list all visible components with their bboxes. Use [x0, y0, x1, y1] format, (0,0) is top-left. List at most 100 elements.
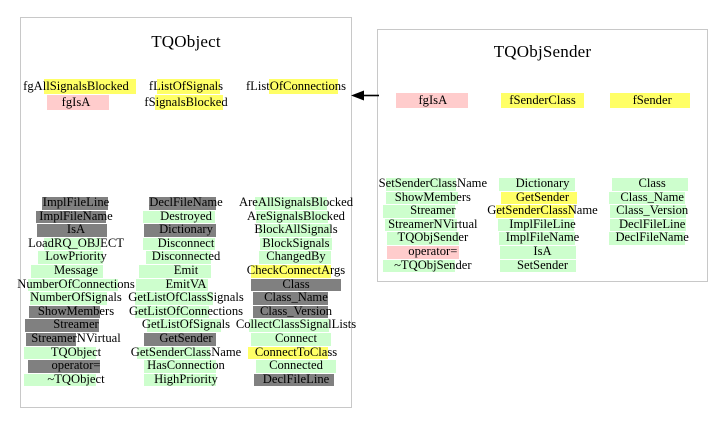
static-member-item[interactable]: fSenderClass: [501, 92, 585, 108]
member-item[interactable]: ~TQObjSender: [383, 258, 472, 273]
member-item[interactable]: SetSender: [499, 258, 576, 273]
member-item[interactable]: Connect: [251, 331, 331, 346]
member-item[interactable]: Destroyed: [143, 208, 216, 224]
highlight-gray: [25, 319, 100, 332]
member-item[interactable]: ShowMembers: [385, 190, 472, 205]
member-item[interactable]: TQObject: [23, 345, 102, 360]
member-item[interactable]: BlockSignals: [260, 236, 333, 251]
member-label: DeclFileLine: [618, 216, 686, 231]
highlight-gray: [144, 224, 217, 237]
member-label: HighPriority: [154, 371, 218, 386]
member-item[interactable]: GetSenderClassName: [130, 345, 243, 360]
member-item[interactable]: NumberOfConnections: [16, 277, 136, 292]
member-item[interactable]: Disconnect: [142, 235, 216, 251]
member-item[interactable]: Emit: [138, 263, 211, 278]
highlight-green: [135, 292, 214, 305]
member-item[interactable]: AreAllSignalsBlocked: [238, 195, 354, 210]
member-item[interactable]: operator=: [387, 244, 460, 259]
member-item[interactable]: CollectClassSignalLists: [235, 318, 357, 332]
static-column: fSenderClass: [488, 92, 598, 108]
member-item[interactable]: ImplFileLine: [41, 195, 110, 210]
member-item[interactable]: ImplFileName: [498, 231, 580, 245]
member-item[interactable]: CheckConnectArgs: [246, 263, 346, 278]
member-item[interactable]: Dictionary: [144, 222, 217, 237]
member-item[interactable]: IsA: [36, 222, 107, 237]
member-label: Class_Name: [264, 290, 328, 305]
member-label: Destroyed: [160, 208, 212, 223]
member-label: AreAllSignalsBlocked: [238, 195, 354, 209]
member-item[interactable]: HighPriority: [144, 371, 219, 387]
static-member-item[interactable]: fgAllSignalsBlocked: [22, 78, 137, 94]
member-item[interactable]: Class_Name: [253, 290, 329, 305]
highlight-gray: [28, 360, 101, 373]
static-member-item[interactable]: fListOfSignals: [148, 78, 224, 94]
highlight-green: [498, 232, 575, 245]
member-item[interactable]: GetListOfSignals: [141, 318, 231, 332]
member-item[interactable]: DeclFileLine: [609, 216, 686, 232]
member-item[interactable]: ChangedBy: [259, 250, 332, 264]
member-item[interactable]: Class_Version: [610, 203, 689, 218]
member-item[interactable]: DeclFileName: [148, 195, 223, 210]
member-item[interactable]: Disconnected: [145, 250, 222, 264]
member-item[interactable]: LowPriority: [38, 250, 108, 264]
highlight-green: [143, 210, 216, 224]
member-label: HasConnection: [147, 358, 225, 373]
highlight-green: [144, 373, 217, 387]
member-label: StreamerNVirtual: [388, 216, 478, 231]
panel-title-tqobject: TQObject: [151, 32, 221, 51]
member-item[interactable]: ShowMembers: [28, 304, 115, 319]
member-item[interactable]: Message: [30, 263, 103, 278]
member-item[interactable]: StreamerNVirtual: [26, 331, 121, 346]
member-item[interactable]: BlockAllSignals: [253, 222, 338, 237]
member-item[interactable]: TQObjSender: [386, 231, 470, 245]
highlight-green: [28, 278, 119, 292]
member-item[interactable]: LoadRQ_OBJECT: [27, 236, 125, 251]
panel-title-tqobjsender: TQObjSender: [493, 42, 592, 61]
member-item[interactable]: EmitVA: [136, 277, 209, 292]
member-item[interactable]: ~TQObject: [24, 372, 105, 387]
static-member-item[interactable]: fgIsA: [46, 94, 109, 110]
member-label: ImplFileLine: [509, 216, 576, 231]
member-label: DeclFileName: [149, 195, 223, 209]
member-item[interactable]: Connected: [256, 358, 337, 373]
member-item[interactable]: GetSender: [144, 331, 217, 346]
highlight-green: [24, 373, 97, 387]
member-item[interactable]: AreSignalsBlocked: [246, 209, 346, 224]
member-item[interactable]: Streamer: [383, 203, 456, 218]
member-item[interactable]: Streamer: [25, 318, 100, 332]
member-label: GetListOfClassSignals: [128, 290, 244, 305]
member-item[interactable]: GetListOfClassSignals: [127, 290, 244, 305]
member-item[interactable]: SetSenderClassName: [378, 176, 488, 191]
static-member-item[interactable]: fListOfConnections: [245, 78, 347, 94]
highlight-yellow: [500, 191, 577, 205]
member-item[interactable]: IsA: [500, 244, 577, 259]
member-item[interactable]: GetSender: [500, 190, 577, 205]
highlight-yellow: [496, 205, 575, 218]
static-member-item[interactable]: fSignalsBlocked: [143, 94, 228, 110]
member-item[interactable]: operator=: [28, 358, 101, 373]
member-item[interactable]: Dictionary: [498, 176, 575, 191]
member-item[interactable]: StreamerNVirtual: [385, 216, 478, 232]
member-item[interactable]: DeclFileLine: [253, 372, 334, 387]
highlight-green: [248, 319, 329, 332]
member-item[interactable]: Class_Version: [252, 303, 333, 319]
member-item[interactable]: GetSenderClassName: [486, 203, 599, 218]
member-item[interactable]: GetListOfConnections: [128, 304, 244, 319]
member-item[interactable]: ImplFileName: [36, 209, 113, 224]
member-item[interactable]: DeclFileName: [609, 231, 689, 245]
member-item[interactable]: NumberOfSignals: [29, 290, 123, 305]
member-label: Class_Version: [259, 303, 333, 318]
member-item[interactable]: ConnectToClass: [247, 345, 338, 360]
highlight-gray: [149, 197, 217, 210]
member-label: Disconnect: [157, 235, 215, 250]
member-item[interactable]: Class: [611, 176, 688, 191]
member-item[interactable]: HasConnection: [144, 358, 226, 373]
member-item[interactable]: ImplFileLine: [498, 216, 576, 232]
member-item[interactable]: Class_Name: [609, 190, 686, 205]
static-member-item[interactable]: fgIsA: [396, 92, 469, 108]
member-item[interactable]: Class: [251, 277, 342, 292]
static-member-item[interactable]: fSender: [609, 92, 690, 108]
class-panel-tqobjsender: TQObjSender fgIsA fSenderClass fSender Set…: [377, 29, 708, 282]
